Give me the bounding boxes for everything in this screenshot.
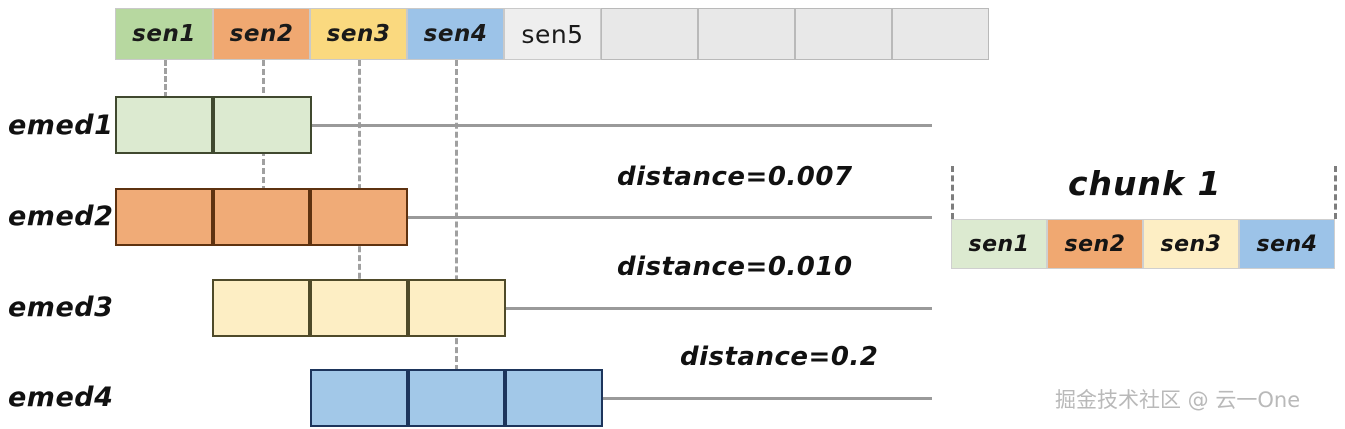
connector-dash-sen1 [164,60,167,98]
strip-cell-empty-4 [892,8,989,60]
strip-cell-empty-1 [601,8,698,60]
connector-dash-sen4 [455,60,458,380]
emed1-cell-2 [213,96,312,154]
strip-cell-sen1: sen1 [115,8,213,60]
leader-line-emed2 [408,216,932,219]
leader-line-emed1 [312,124,932,127]
distance-label-2: distance=0.010 [617,252,853,282]
emed2-cell-3 [310,188,408,246]
emed3-cell-2 [310,279,408,337]
row-label-emed3: emed3 [8,292,114,323]
chunk-cell-sen4: sen4 [1239,219,1335,269]
chunk-bracket-left [951,166,954,219]
emed3-cell-1 [212,279,310,337]
watermark: 掘金技术社区 @ 云一One [1055,388,1301,412]
leader-line-emed4 [603,397,932,400]
distance-label-3: distance=0.2 [680,342,879,372]
leader-line-emed3 [506,307,932,310]
row-label-emed1: emed1 [8,110,114,141]
strip-cell-sen3: sen3 [310,8,407,60]
distance-label-1: distance=0.007 [617,162,853,192]
chunk-cell-sen2: sen2 [1047,219,1143,269]
strip-cell-empty-3 [795,8,892,60]
strip-cell-sen2: sen2 [213,8,310,60]
row-label-emed2: emed2 [8,201,114,232]
strip-cell-empty-2 [698,8,795,60]
strip-cell-sen5: sen5 [504,8,601,60]
emed4-cell-1 [310,369,408,427]
emed1-cell-1 [115,96,213,154]
emed4-cell-2 [408,369,505,427]
emed2-cell-1 [115,188,213,246]
emed3-cell-3 [408,279,506,337]
chunk-cell-sen1: sen1 [951,219,1047,269]
chunk-title: chunk 1 [1068,164,1222,203]
emed4-cell-3 [505,369,603,427]
row-label-emed4: emed4 [8,382,114,413]
chunk-bracket-right [1334,166,1337,219]
emed2-cell-2 [213,188,310,246]
strip-cell-sen4: sen4 [407,8,504,60]
chunk-cell-sen3: sen3 [1143,219,1239,269]
